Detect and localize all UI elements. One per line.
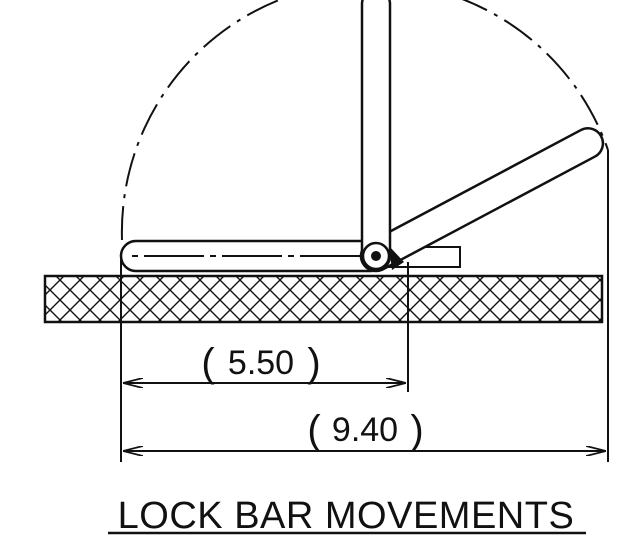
svg-text:): ) bbox=[307, 341, 320, 385]
pivot-pin bbox=[361, 241, 404, 271]
diagram-title: LOCK BAR MOVEMENTS bbox=[118, 495, 575, 537]
base-plate bbox=[43, 274, 604, 324]
svg-text:(: ( bbox=[201, 341, 215, 385]
lock-bar-vertical bbox=[360, 0, 392, 272]
svg-text:): ) bbox=[410, 408, 423, 452]
dimension-label-long: ( 9.40 ) bbox=[307, 408, 423, 452]
swing-arc bbox=[120, 0, 609, 241]
dimension-label-short: ( 5.50 ) bbox=[201, 341, 320, 385]
svg-text:(: ( bbox=[307, 408, 321, 452]
lock-bar-closed bbox=[119, 239, 388, 273]
dimension-value-long: 9.40 bbox=[332, 411, 398, 449]
dimension-value-short: 5.50 bbox=[228, 344, 294, 382]
